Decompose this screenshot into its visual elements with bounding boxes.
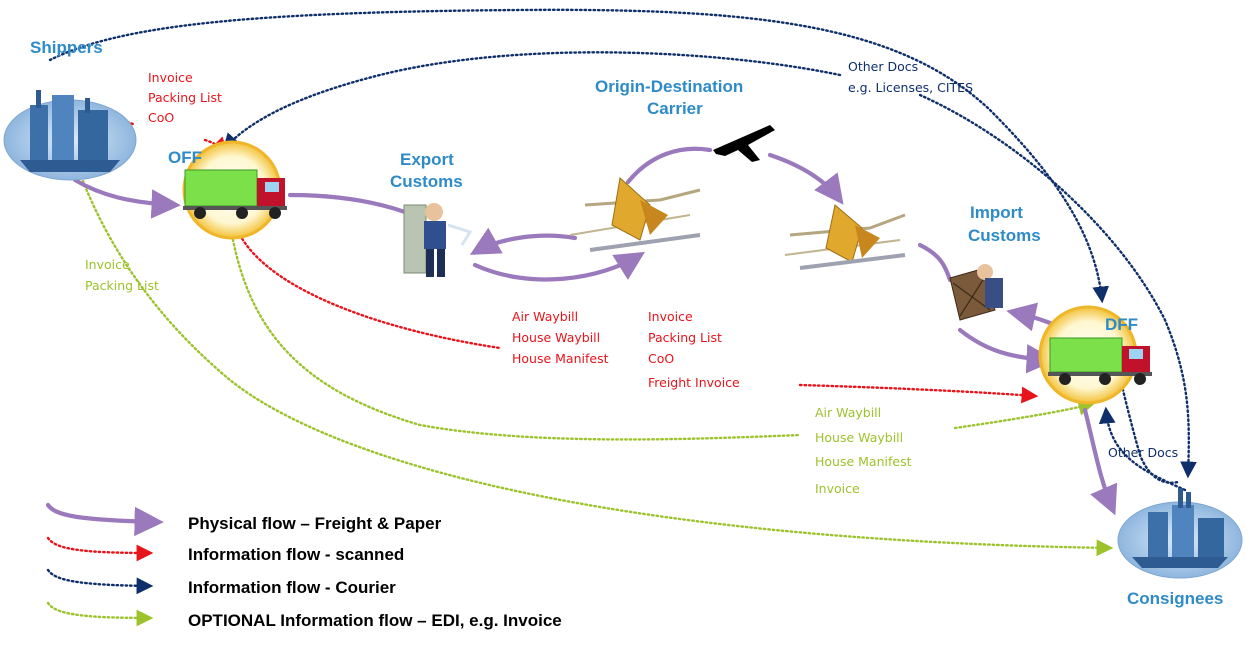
shipper-docs-label: Invoice Packing List CoO (148, 70, 222, 125)
physical-flow-carrier-to-plane (625, 146, 713, 185)
legend: Physical flow – Freight & Paper Informat… (45, 502, 562, 630)
scanned-flow-invoice-to-dff (798, 383, 1039, 404)
shipper-optional-doc-item: Packing List (85, 278, 159, 293)
shippers-factory-icon (3, 90, 137, 181)
legend-label-scanned: Information flow - scanned (188, 545, 404, 564)
export-customs-officer-icon (403, 203, 473, 277)
courier-flow-shippers-to-dff (48, 8, 1110, 304)
other-docs-bottom-label: Other Docs (1108, 445, 1178, 460)
courier-flow-docs-to-off (222, 51, 842, 151)
export-customs-title-line-2: Customs (390, 172, 463, 191)
origin-airport-icon (569, 177, 701, 252)
dff-truck-icon (1038, 305, 1152, 405)
edi-doc-item: House Manifest (815, 454, 912, 469)
shipper-doc-item: CoO (148, 110, 174, 125)
dff-title: DFF (1105, 315, 1138, 334)
legend-item-scanned: Information flow - scanned (46, 536, 404, 564)
edi-doc-item: House Waybill (815, 430, 903, 445)
edi-flows (73, 158, 1114, 557)
invoice-docs-label: Invoice Packing List CoO Freight Invoice (648, 309, 740, 390)
import-customs-title-line-1: Import (970, 203, 1023, 222)
scanned-flow-off-to-carrier-docs (238, 233, 502, 350)
edi-flow-shippers-to-consignees (73, 158, 1114, 557)
shipper-doc-item: Packing List (148, 90, 222, 105)
consignees-title: Consignees (1127, 589, 1223, 608)
invoice-doc-item: Packing List (648, 330, 722, 345)
physical-flow-off-to-export (287, 192, 408, 215)
consignees-factory-icon (1117, 488, 1243, 579)
edi-flow-edi-docs-to-dff (953, 399, 1096, 430)
physical-flow-carrier-to-export (469, 227, 578, 255)
invoice-doc-item: Invoice (648, 309, 693, 324)
shipper-optional-doc-item: Invoice (85, 257, 130, 272)
courier-flow-consignees-to-dff (1098, 406, 1187, 492)
invoice-doc-item: CoO (648, 351, 674, 366)
carrier-doc-item: House Manifest (512, 351, 609, 366)
carrier-doc-item: Air Waybill (512, 309, 578, 324)
edi-doc-item: Air Waybill (815, 405, 881, 420)
legend-label-physical: Physical flow – Freight & Paper (188, 514, 442, 533)
legend-label-edi: OPTIONAL Information flow – EDI, e.g. In… (188, 611, 562, 630)
invoice-doc-item: Freight Invoice (648, 375, 740, 390)
physical-flow-plane-to-destination (767, 152, 844, 205)
legend-item-edi: OPTIONAL Information flow – EDI, e.g. In… (46, 601, 562, 630)
carrier-title-line-2: Carrier (647, 99, 703, 118)
other-docs-top-item: e.g. Licenses, CITES (848, 80, 973, 95)
courier-flow-docs-to-consignees (918, 93, 1197, 479)
export-customs-title-line-1: Export (400, 150, 454, 169)
shipper-doc-item: Invoice (148, 70, 193, 85)
carrier-doc-item: House Waybill (512, 330, 600, 345)
other-docs-top-item: Other Docs (848, 59, 918, 74)
physical-flow-import-to-dff (957, 327, 1056, 374)
physical-flow-destination-to-import (917, 242, 953, 283)
import-customs-title-line-2: Customs (968, 226, 1041, 245)
off-title: OFF (168, 148, 202, 167)
edi-flow-off-to-edi-docs (230, 233, 802, 441)
import-customs-officer-icon (949, 264, 1003, 321)
off-truck-icon (182, 140, 287, 240)
physical-flow-export-to-carrier (472, 251, 645, 282)
physical-flow-shippers-to-off (72, 177, 181, 219)
physical-flows (72, 146, 1118, 516)
legend-item-physical: Physical flow – Freight & Paper (45, 502, 442, 537)
edi-doc-item: Invoice (815, 481, 860, 496)
shippers-title: Shippers (30, 38, 103, 57)
carrier-title-line-1: Origin-Destination (595, 77, 743, 96)
shipper-optional-docs-label: Invoice Packing List (85, 257, 159, 293)
other-docs-top-label: Other Docs e.g. Licenses, CITES (848, 59, 973, 95)
edi-docs-label: Air Waybill House Waybill House Manifest… (815, 405, 912, 496)
legend-item-courier: Information flow - Courier (46, 568, 396, 597)
carrier-docs-label: Air Waybill House Waybill House Manifest (512, 309, 609, 366)
airplane-icon (713, 125, 775, 162)
destination-airport-icon (784, 204, 906, 270)
legend-label-courier: Information flow - Courier (188, 578, 396, 597)
physical-flow-dff-to-consignees (1082, 407, 1118, 516)
